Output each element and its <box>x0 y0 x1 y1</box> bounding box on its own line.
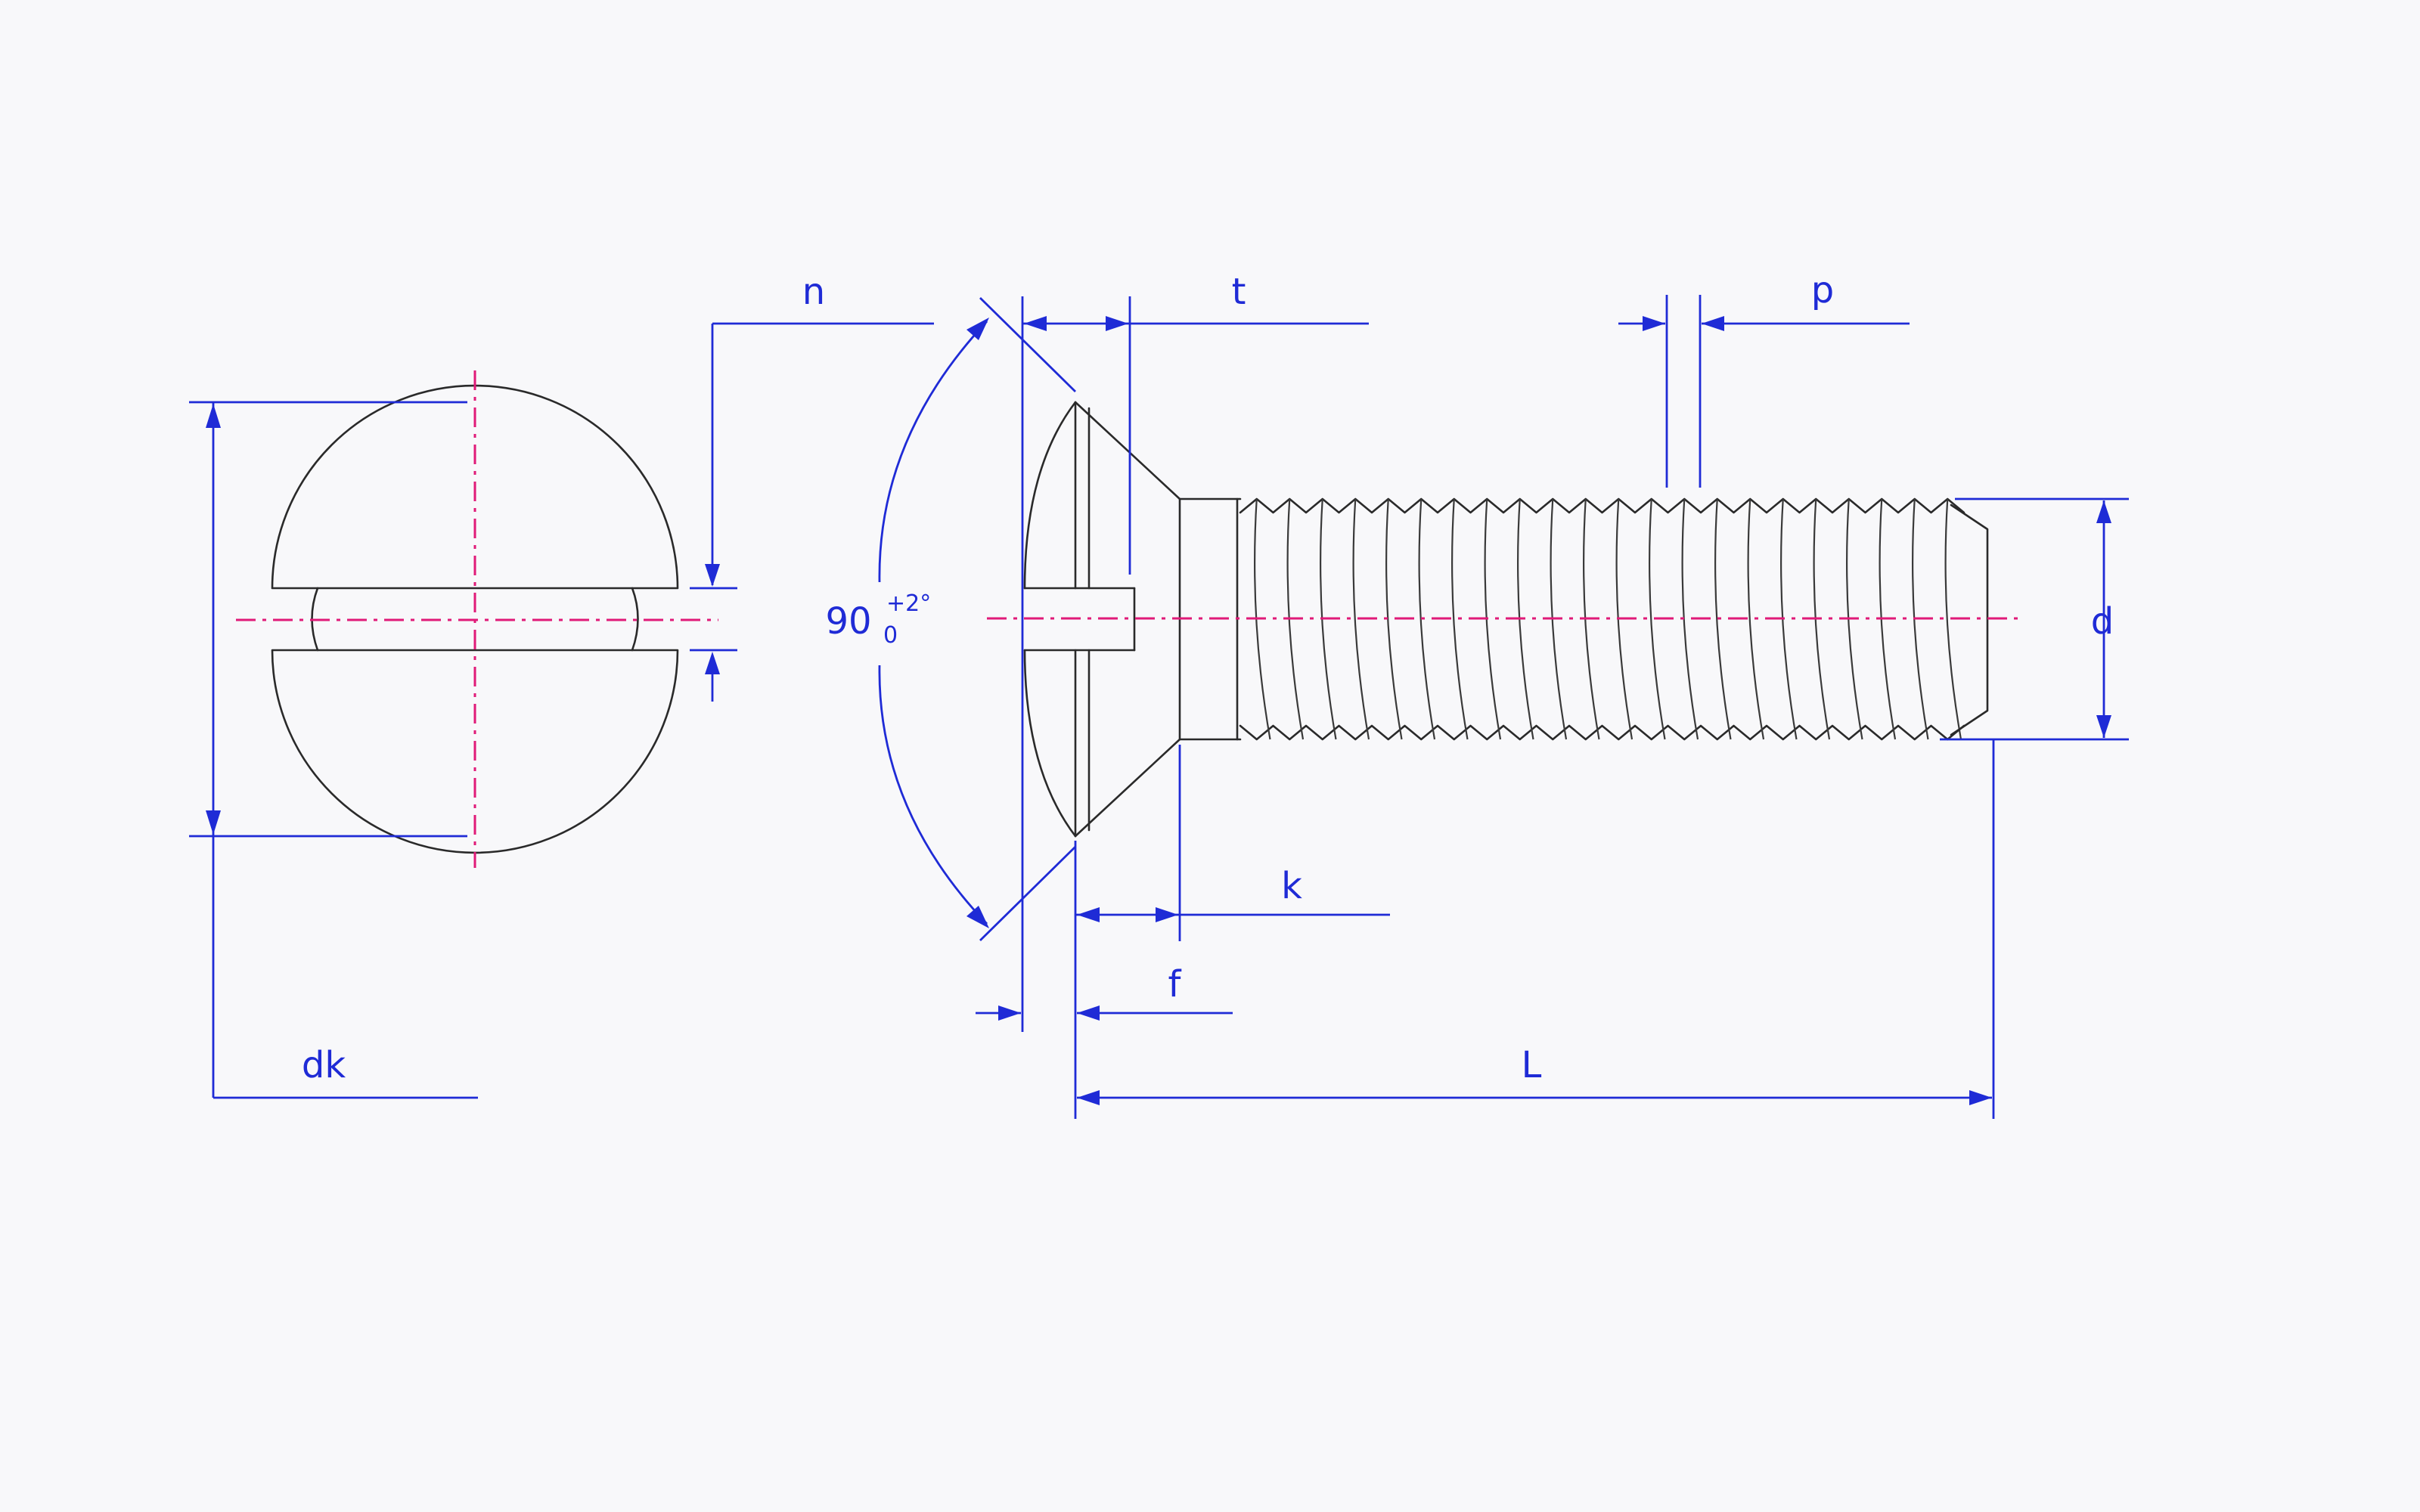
angle-label: 90 <box>825 600 871 643</box>
countersink-cone-upper <box>1074 401 1181 500</box>
head-bottom-half-outline <box>271 649 679 854</box>
thread-line <box>1944 498 1962 740</box>
countersink-cone-lower <box>1074 738 1181 838</box>
dk-dimension: dk <box>189 401 478 1099</box>
k-dimension: k <box>1074 745 1390 1119</box>
d-label: d <box>2091 600 2114 643</box>
L-label: L <box>1522 1044 1542 1086</box>
dk-label: dk <box>302 1044 346 1086</box>
t-label: t <box>1232 271 1246 313</box>
f-label: f <box>1168 963 1182 1005</box>
L-dimension: L <box>1077 739 1995 1119</box>
t-dimension: t <box>1021 271 1369 1032</box>
screw-tip-chamfer <box>1950 503 1989 736</box>
slot-right-edge <box>631 587 639 652</box>
k-label: k <box>1281 865 1302 907</box>
thread-line <box>1714 498 1732 740</box>
head-dome-upper <box>1023 401 1077 590</box>
thread-line <box>1352 498 1370 740</box>
f-dimension: f <box>976 963 1233 1021</box>
thread-line <box>1649 498 1666 740</box>
angle-tolerance-upper: +2° <box>886 590 931 617</box>
d-dimension: d <box>1940 497 2129 741</box>
thread-crest-top <box>1239 497 1965 514</box>
angle-tolerance-lower: 0 <box>883 622 898 649</box>
thread-crest-bottom <box>1239 724 1965 741</box>
head-top-half-outline <box>271 384 679 590</box>
thread-line <box>1385 498 1403 740</box>
end-view <box>236 370 718 868</box>
thread-line <box>1451 498 1469 740</box>
side-view <box>987 401 2023 838</box>
thread-pattern <box>1239 497 1989 741</box>
n-label: n <box>802 271 825 313</box>
head-dome-lower <box>1023 649 1077 838</box>
p-dimension: p <box>1618 269 1910 488</box>
n-dimension: n <box>690 271 934 702</box>
p-label: p <box>1811 269 1834 311</box>
angle-dimension: 90 +2° 0 <box>825 297 1076 941</box>
thread-line <box>1747 498 1765 740</box>
thread-line <box>1418 498 1436 740</box>
